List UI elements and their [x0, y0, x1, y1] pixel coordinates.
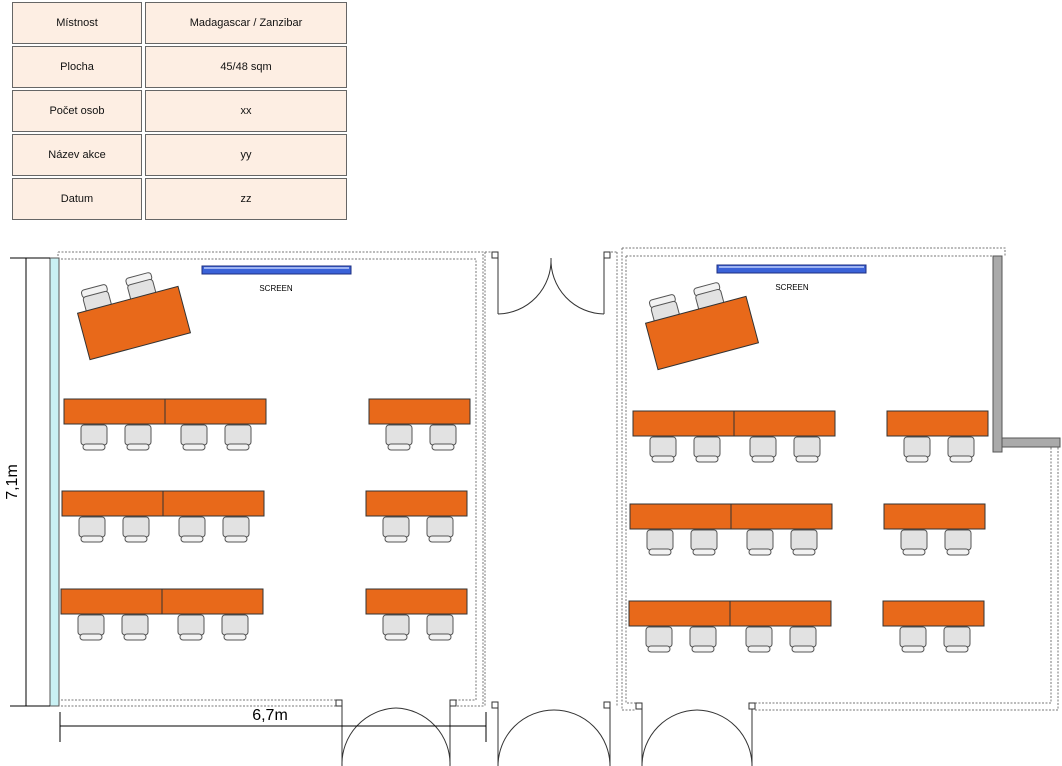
chair — [77, 614, 105, 641]
chair — [122, 516, 150, 543]
info-row-event-name: Název akce yy — [12, 134, 347, 176]
table — [162, 490, 265, 517]
presenter-table — [644, 282, 760, 371]
chair — [693, 436, 721, 463]
chair — [178, 516, 206, 543]
table — [644, 295, 760, 371]
info-value: zz — [145, 178, 347, 220]
chair — [221, 614, 249, 641]
info-value: Madagascar / Zanzibar — [145, 2, 347, 44]
info-value: 45/48 sqm — [145, 46, 347, 88]
table — [61, 490, 164, 517]
chair — [80, 424, 108, 451]
corridor-bottom-door — [491, 701, 611, 766]
info-row-date: Datum zz — [12, 178, 347, 220]
chair — [899, 626, 927, 653]
info-label: Počet osob — [12, 90, 142, 132]
info-label: Datum — [12, 178, 142, 220]
chair — [222, 516, 250, 543]
chair — [689, 626, 717, 653]
table — [60, 588, 163, 615]
chair — [749, 436, 777, 463]
table — [632, 410, 735, 437]
info-value: xx — [145, 90, 347, 132]
chair — [385, 424, 413, 451]
chair — [646, 529, 674, 556]
chair — [426, 516, 454, 543]
chair — [944, 529, 972, 556]
table — [63, 398, 166, 425]
chair — [690, 529, 718, 556]
width-dimension — [59, 712, 487, 742]
left-room-bottom-door — [335, 699, 457, 766]
table — [883, 503, 986, 530]
table — [729, 600, 832, 627]
chair — [900, 529, 928, 556]
furniture-layer — [60, 272, 989, 653]
window-strip — [49, 257, 60, 707]
chair — [224, 424, 252, 451]
chair — [177, 614, 205, 641]
chair — [180, 424, 208, 451]
chair — [649, 436, 677, 463]
table — [365, 490, 468, 517]
screen-label-right: SCREEN — [775, 283, 809, 292]
chair — [943, 626, 971, 653]
presenter-table — [76, 272, 192, 361]
chair — [746, 529, 774, 556]
screen-left — [201, 265, 352, 275]
info-row-persons: Počet osob xx — [12, 90, 347, 132]
table — [730, 503, 833, 530]
chair — [382, 614, 410, 641]
partition-wall-vertical — [992, 255, 1003, 453]
partition-wall-horizontal — [1001, 437, 1061, 448]
chair — [745, 626, 773, 653]
height-dimension — [10, 257, 50, 707]
table — [76, 285, 192, 361]
table — [629, 503, 732, 530]
chair — [793, 436, 821, 463]
chair — [121, 614, 149, 641]
screen-right — [716, 264, 867, 274]
chair — [124, 424, 152, 451]
table — [886, 410, 989, 437]
event-info-table: Místnost Madagascar / Zanzibar Plocha 45… — [9, 0, 350, 222]
height-dimension-label: 7,1m — [4, 464, 21, 500]
corridor-walls — [484, 251, 618, 706]
table — [368, 398, 471, 425]
right-room-walls — [621, 247, 1059, 711]
chair — [429, 424, 457, 451]
info-value: yy — [145, 134, 347, 176]
corridor-top-door — [491, 251, 611, 315]
info-label: Plocha — [12, 46, 142, 88]
table — [882, 600, 985, 627]
info-row-room: Místnost Madagascar / Zanzibar — [12, 2, 347, 44]
info-label: Místnost — [12, 2, 142, 44]
chair — [426, 614, 454, 641]
right-room-bottom-door — [635, 702, 756, 766]
table — [733, 410, 836, 437]
chair — [78, 516, 106, 543]
info-row-area: Plocha 45/48 sqm — [12, 46, 347, 88]
chair — [790, 529, 818, 556]
width-dimension-label: 6,7m — [252, 707, 288, 724]
table — [161, 588, 264, 615]
chair — [382, 516, 410, 543]
chair — [645, 626, 673, 653]
info-label: Název akce — [12, 134, 142, 176]
screen-label-left: SCREEN — [259, 284, 293, 293]
chair — [789, 626, 817, 653]
table — [164, 398, 267, 425]
table — [628, 600, 731, 627]
chair — [903, 436, 931, 463]
table — [365, 588, 468, 615]
chair — [947, 436, 975, 463]
